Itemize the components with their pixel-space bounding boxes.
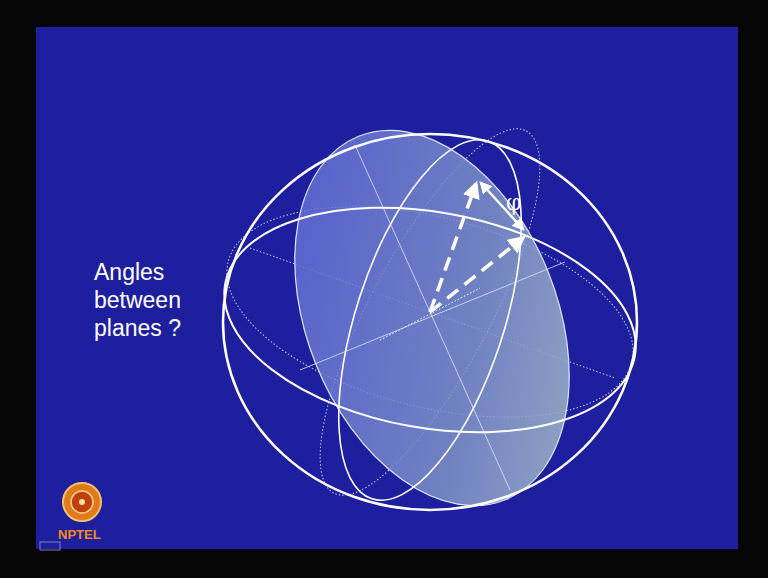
slide-question: Angles between planes ? <box>94 258 212 342</box>
tilted-plane <box>243 89 622 546</box>
angle-symbol: φ <box>506 192 532 214</box>
plane-line <box>300 262 565 370</box>
plane-line <box>355 145 510 490</box>
nptel-logo <box>63 483 101 521</box>
nav-icon <box>40 542 60 550</box>
great-circle <box>206 178 653 463</box>
sphere-outline <box>223 134 637 510</box>
slide-ground <box>36 27 738 549</box>
normal-arrow <box>430 238 523 312</box>
dotted-axis <box>380 288 480 340</box>
watermark: NPTEL <box>58 528 118 541</box>
great-circle <box>302 118 559 521</box>
